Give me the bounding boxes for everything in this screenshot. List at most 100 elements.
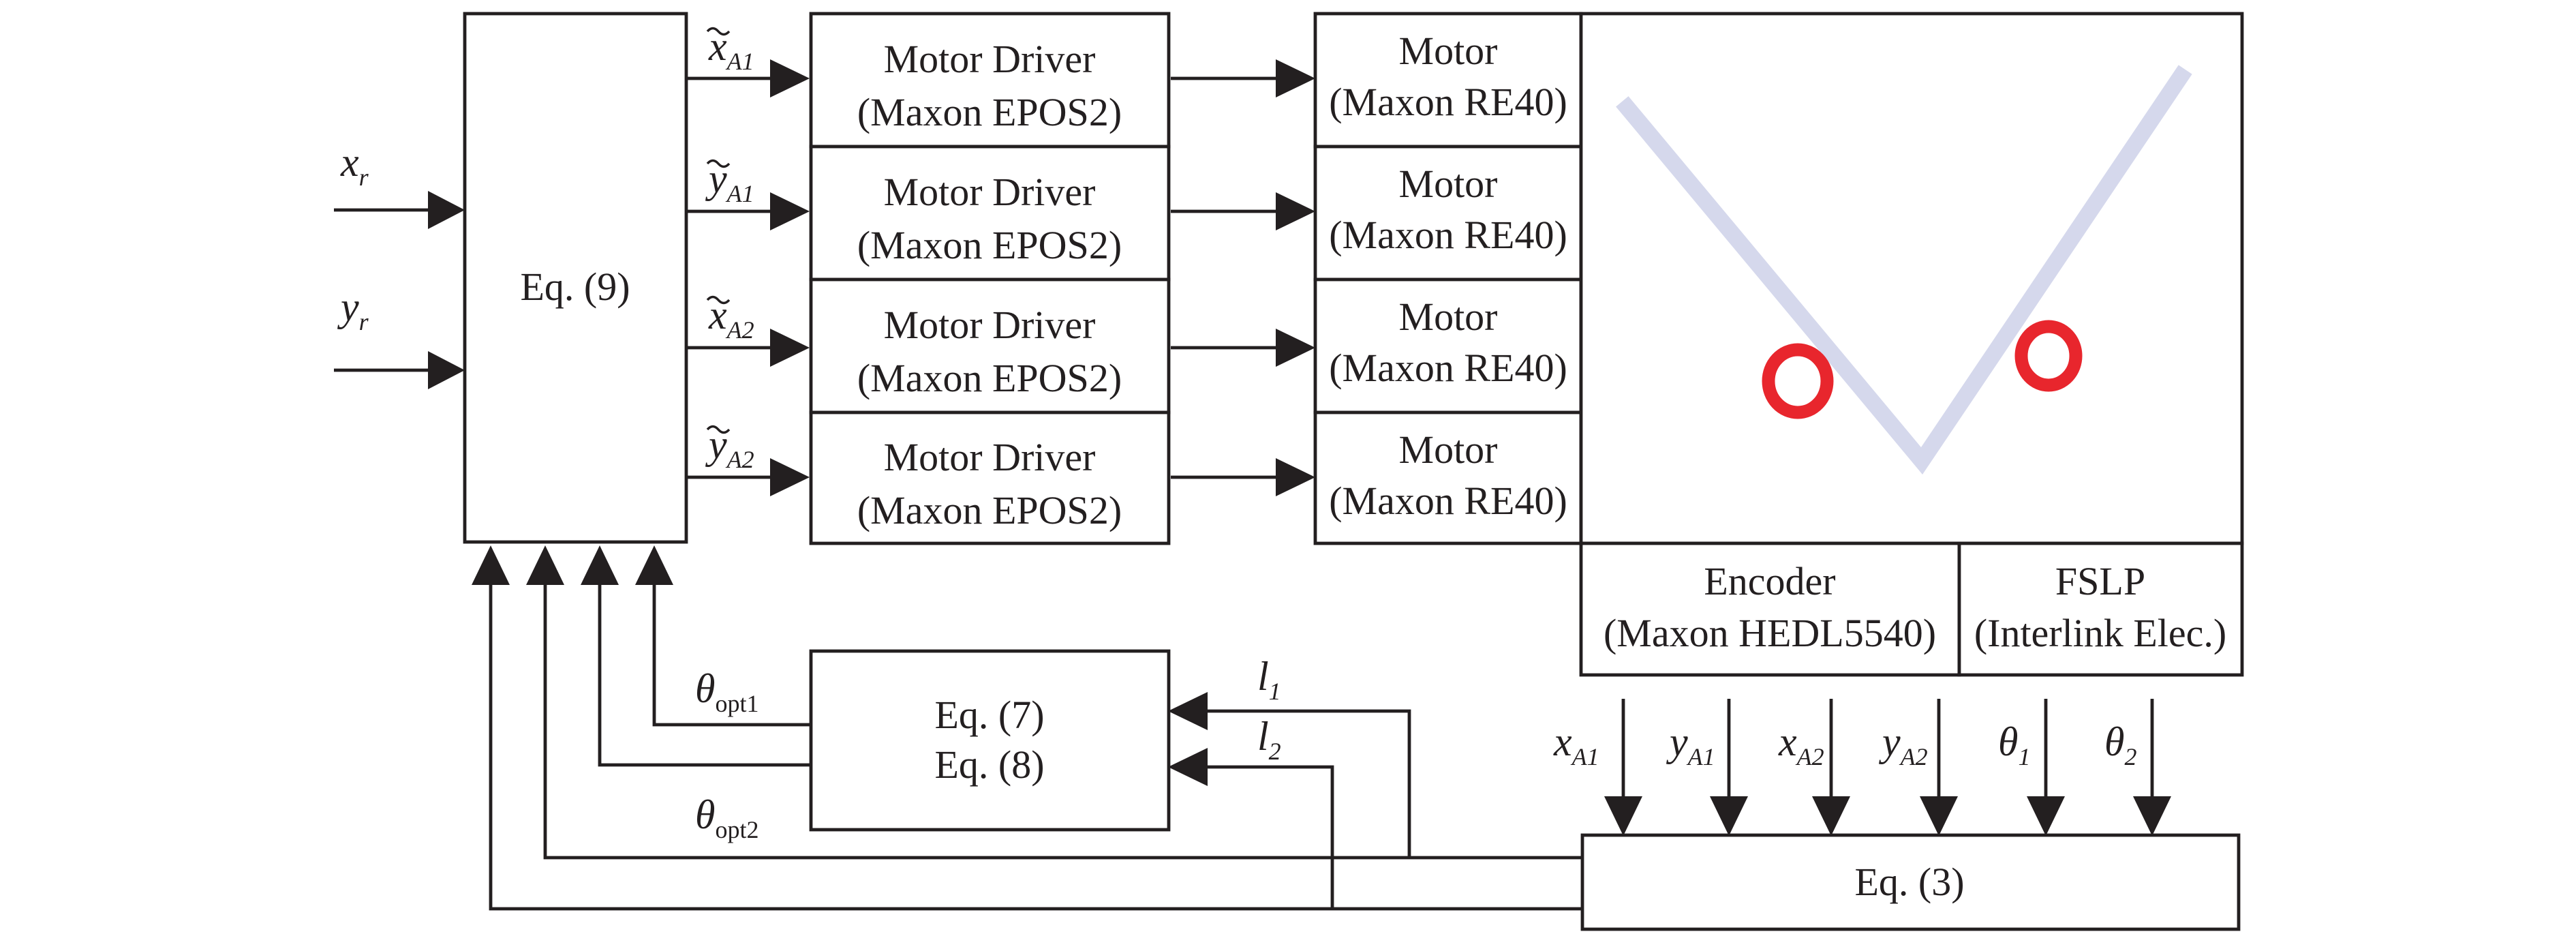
driver-block-2 — [809, 145, 1171, 282]
l1-base: l — [1257, 654, 1269, 699]
xtilde-a2-label: xA2 — [708, 292, 754, 344]
red-ring-right — [2014, 320, 2083, 392]
sensor-xa2-base: x — [1778, 719, 1797, 764]
sensor-theta1-label: θ1 — [1998, 719, 2030, 770]
arrow-feedback-4 — [635, 545, 673, 585]
arrow-feedback-3 — [581, 545, 619, 585]
sensor-theta2-sub: 2 — [2124, 743, 2136, 770]
motor-block-2 — [1313, 145, 1583, 282]
xtilde-a2-sub: A2 — [726, 316, 754, 344]
arrow-feedback-1 — [472, 545, 510, 585]
l2-sub: 2 — [1269, 738, 1281, 765]
arrow-to-driver1 — [770, 59, 810, 97]
eq78-block — [809, 649, 1171, 832]
eq7-label: Eq. (7) — [934, 693, 1044, 737]
boxes — [463, 12, 2244, 931]
arrow-l2 — [1168, 748, 1208, 786]
v-shaped-beam — [1616, 65, 2192, 474]
l1-wire — [1199, 709, 1411, 858]
arrow-to-motor1 — [1276, 59, 1315, 97]
motor1-model: (Maxon RE40) — [1329, 80, 1567, 124]
driver-block-3 — [809, 277, 1171, 415]
motor4-name: Motor — [1399, 427, 1498, 472]
l2-base: l — [1257, 714, 1269, 759]
block-labels: Eq. (9) Motor Driver (Maxon EPOS2) Motor… — [520, 29, 2226, 904]
motor-block-4 — [1313, 410, 1583, 545]
arrow-to-driver3 — [770, 329, 810, 367]
sensor-theta1-sub: 1 — [2018, 743, 2030, 770]
encoder-block — [1579, 541, 1961, 677]
arrow-to-driver2 — [770, 192, 810, 230]
driver3-model: (Maxon EPOS2) — [857, 356, 1122, 400]
sensor-ya1-base: y — [1666, 719, 1688, 764]
motor4-model: (Maxon RE40) — [1329, 479, 1567, 523]
fslp-name: FSLP — [2055, 559, 2145, 603]
xr-label: xr — [340, 140, 369, 191]
arrow-to-motor2 — [1276, 192, 1315, 230]
wires — [334, 76, 2154, 911]
arrow-sensor-2 — [1710, 796, 1748, 836]
motor-block-3 — [1313, 277, 1583, 415]
xtilde-a1-label: xA1 — [708, 24, 754, 75]
sensor-ya1-sub: A1 — [1687, 743, 1715, 770]
theta-opt2-wire — [598, 583, 811, 767]
driver3-name: Motor Driver — [884, 303, 1096, 347]
theta-opt2-label: θopt2 — [695, 792, 759, 843]
theta-opt1-label: θopt1 — [695, 666, 759, 717]
eq9-block — [463, 12, 688, 544]
arrow-to-driver4 — [770, 458, 810, 496]
xr-sub: r — [359, 164, 369, 191]
ytilde-a1-tilde — [706, 159, 731, 168]
yr-base: y — [337, 284, 359, 329]
motor3-name: Motor — [1399, 295, 1498, 339]
driver-block-4 — [809, 410, 1171, 545]
ytilde-a2-label: yA2 — [705, 422, 754, 473]
sensor-theta2-base: θ — [2104, 719, 2124, 764]
eq3-label: Eq. (3) — [1854, 860, 1964, 904]
eq3-block — [1580, 833, 2241, 931]
driver1-model: (Maxon EPOS2) — [857, 90, 1122, 134]
eq8-label: Eq. (8) — [934, 742, 1044, 787]
encoder-name: Encoder — [1704, 559, 1835, 603]
driver4-name: Motor Driver — [884, 435, 1096, 479]
theta-opt2-sub: opt2 — [715, 816, 758, 843]
sensor-ya2-base: y — [1878, 719, 1901, 764]
encoder-model: (Maxon HEDL5540) — [1604, 611, 1936, 655]
driver4-model: (Maxon EPOS2) — [857, 488, 1122, 532]
mechanism-illustration — [1616, 65, 2192, 474]
ytilde-a2-sub: A2 — [726, 446, 754, 473]
sensor-xa2-sub: A2 — [1796, 743, 1824, 770]
motor1-name: Motor — [1399, 29, 1498, 73]
sensor-xa2-label: xA2 — [1778, 719, 1824, 770]
xtilde-a1-tilde — [706, 27, 731, 36]
driver1-name: Motor Driver — [884, 37, 1096, 81]
arrow-sensor-4 — [1920, 796, 1958, 836]
fslp-model: (Interlink Elec.) — [1974, 611, 2226, 655]
arrow-to-motor3 — [1276, 329, 1315, 367]
fslp-block — [1957, 541, 2244, 677]
l2-wire — [1199, 765, 1334, 909]
eq3-feedback-lower-wire — [489, 583, 1582, 911]
driver2-name: Motor Driver — [884, 170, 1096, 214]
xr-base: x — [340, 140, 359, 185]
theta-opt1-base: θ — [695, 666, 715, 711]
eq3-feedback-upper-wire — [543, 583, 1582, 860]
arrow-heads — [428, 59, 2171, 836]
arrow-sensor-3 — [1812, 796, 1850, 836]
arrow-sensor-1 — [1604, 796, 1642, 836]
red-ring-left — [1762, 343, 1834, 419]
eq9-label: Eq. (9) — [520, 265, 630, 309]
theta-opt1-sub: opt1 — [715, 690, 758, 717]
xtilde-a2-tilde — [706, 295, 731, 305]
l1-sub: 1 — [1269, 678, 1281, 705]
yr-sub: r — [359, 308, 369, 335]
arrow-yr — [428, 351, 465, 389]
arrow-sensor-5 — [2027, 796, 2065, 836]
arrow-xr — [428, 191, 465, 229]
xtilde-a1-sub: A1 — [726, 48, 754, 75]
signal-labels: xr yr xA1 yA1 xA2 yA2 xA1 yA1 xA2 yA2 θ1… — [337, 24, 2136, 843]
ytilde-a2-tilde — [706, 425, 731, 434]
driver-block-1 — [809, 12, 1171, 149]
motor2-model: (Maxon RE40) — [1329, 213, 1567, 257]
